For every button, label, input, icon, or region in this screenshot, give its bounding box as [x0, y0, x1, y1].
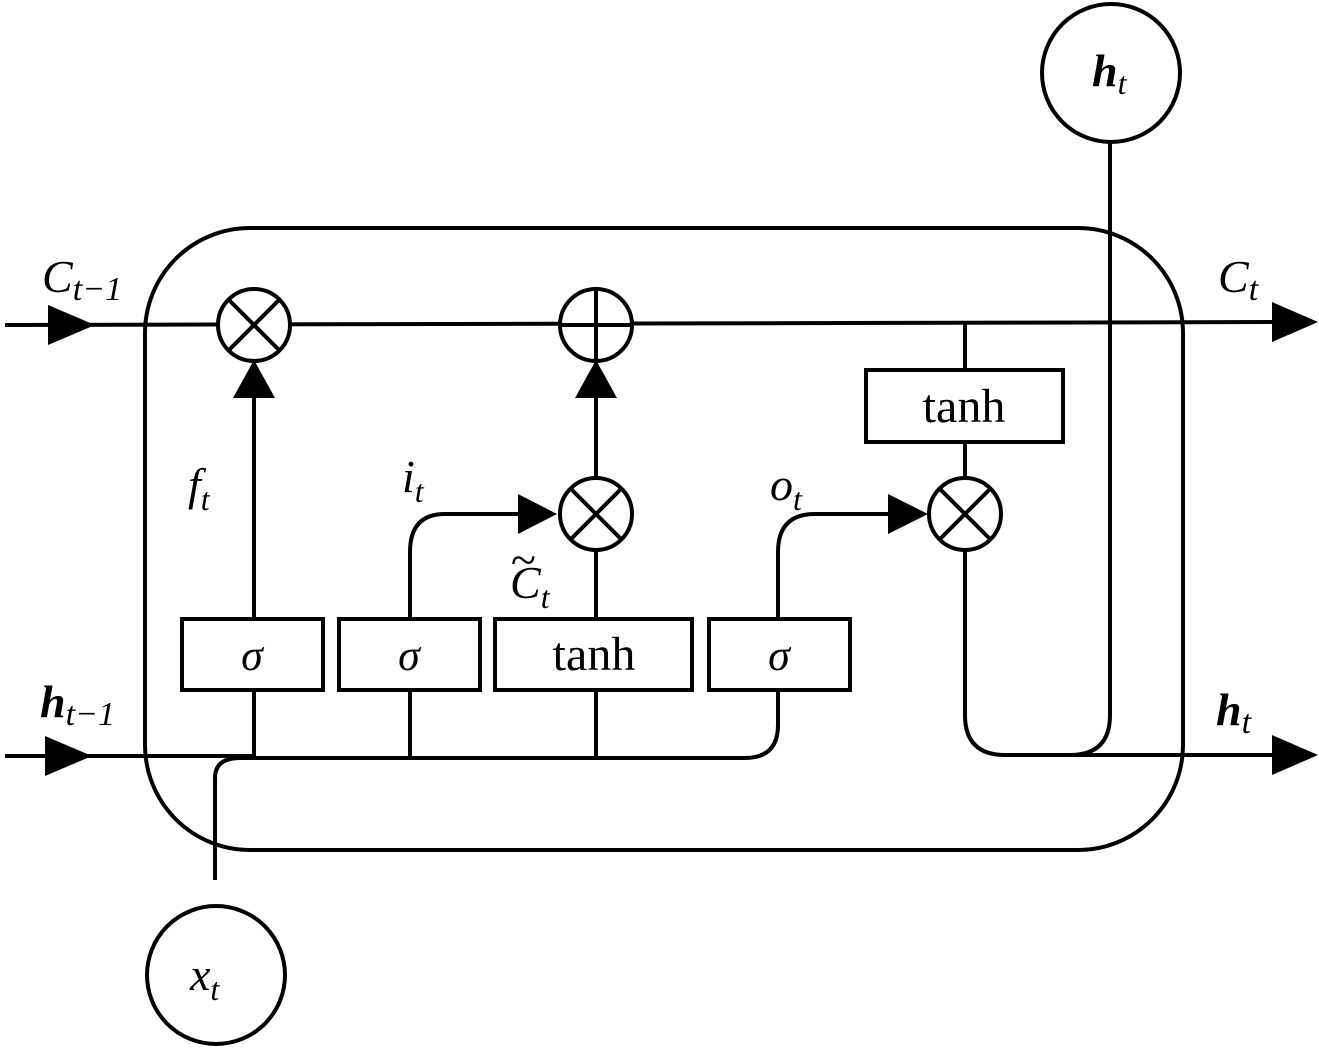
c-out-arrowhead	[1272, 302, 1318, 342]
update-arrowhead	[575, 360, 617, 398]
concat-bus	[213, 690, 780, 880]
h-prev-label: ht−1	[40, 676, 115, 733]
h-top-path	[1069, 140, 1112, 757]
output-gate-curve	[776, 512, 890, 618]
input-gate-box	[337, 617, 482, 692]
forget-gate-box	[180, 617, 325, 692]
h-output-node	[1040, 2, 1182, 144]
x-input-node	[145, 904, 287, 1046]
forget-multiply-icon	[216, 287, 292, 363]
c-out-label: Ct	[1218, 251, 1260, 308]
cell-tanh-label: tanh	[923, 380, 1006, 433]
input-gate-symbol: σ	[398, 631, 422, 680]
output-gate-label: ot	[770, 459, 803, 517]
x-input-label: xt	[189, 949, 220, 1007]
candidate-symbol: tanh	[553, 628, 636, 681]
forget-arrowhead	[233, 360, 275, 398]
cell-boundary	[143, 226, 1185, 852]
input-gate-curve	[408, 512, 520, 618]
input-gate-label: it	[402, 451, 425, 509]
cell-tanh-box	[864, 368, 1065, 444]
input-arrowhead	[518, 494, 557, 534]
output-gate-box	[707, 617, 852, 692]
candidate-box	[493, 617, 694, 692]
h-output-label: ht	[1092, 45, 1128, 101]
output-multiply-icon	[927, 476, 1003, 552]
output-arrowhead	[888, 494, 928, 534]
c-prev-label: Ct−1	[42, 251, 122, 308]
h-prev-arrowhead	[45, 736, 92, 776]
add-icon	[558, 287, 634, 363]
output-gate-symbol: σ	[768, 631, 792, 680]
cell-state-line	[4, 320, 1286, 327]
h-out-arrowhead	[1272, 735, 1318, 775]
forget-gate-symbol: σ	[241, 631, 265, 680]
h-out-path	[963, 550, 1285, 757]
candidate-tilde: ~	[511, 534, 536, 585]
forget-gate-label: ft	[188, 459, 211, 517]
c-prev-arrowhead	[48, 305, 95, 345]
h-out-label: ht	[1216, 684, 1253, 741]
candidate-label: Ct	[510, 557, 551, 615]
input-multiply-icon	[558, 476, 634, 552]
